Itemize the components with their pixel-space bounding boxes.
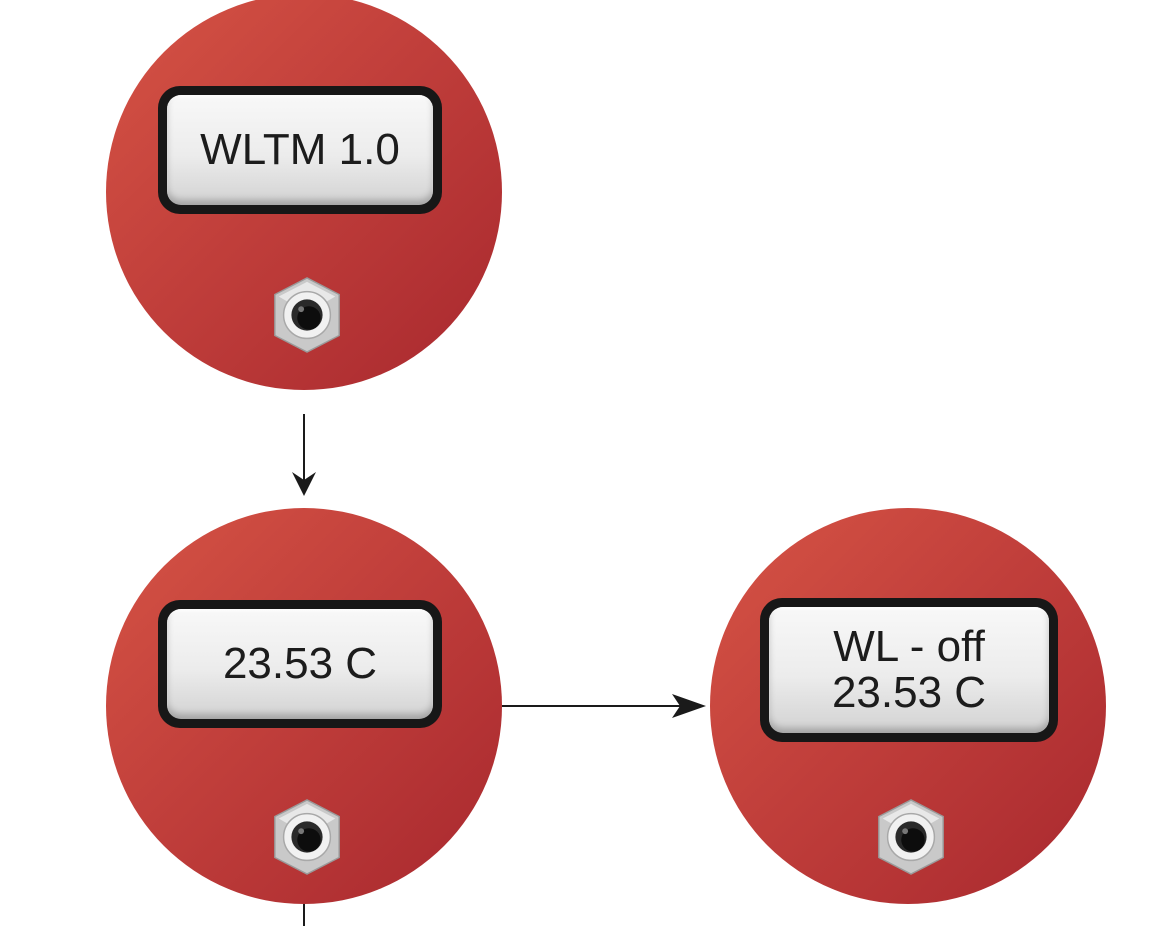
display-line-1: WL - off [833, 622, 985, 671]
display-screen: WL - off 23.53 C [769, 607, 1049, 733]
display-line-1: 23.53 C [222, 639, 378, 688]
cable-gland-icon [878, 799, 944, 875]
device-temperature: 23.53 C [106, 508, 502, 904]
arrow-head-icon [292, 472, 316, 496]
device-display: 23.53 C [158, 600, 442, 728]
device-wl-status: WL - off 23.53 C [710, 508, 1106, 904]
display-line-2: 23.53 C [831, 668, 987, 717]
cable-gland-icon [274, 277, 340, 353]
device-display: WL - off 23.53 C [760, 598, 1058, 742]
display-screen: 23.53 C [167, 609, 433, 719]
cable-gland-icon [274, 799, 340, 875]
display-screen: WLTM 1.0 [167, 95, 433, 205]
device-boot: WLTM 1.0 [106, 0, 502, 390]
display-line-1: WLTM 1.0 [200, 125, 400, 174]
arrow-head-icon [672, 694, 706, 718]
device-display: WLTM 1.0 [158, 86, 442, 214]
